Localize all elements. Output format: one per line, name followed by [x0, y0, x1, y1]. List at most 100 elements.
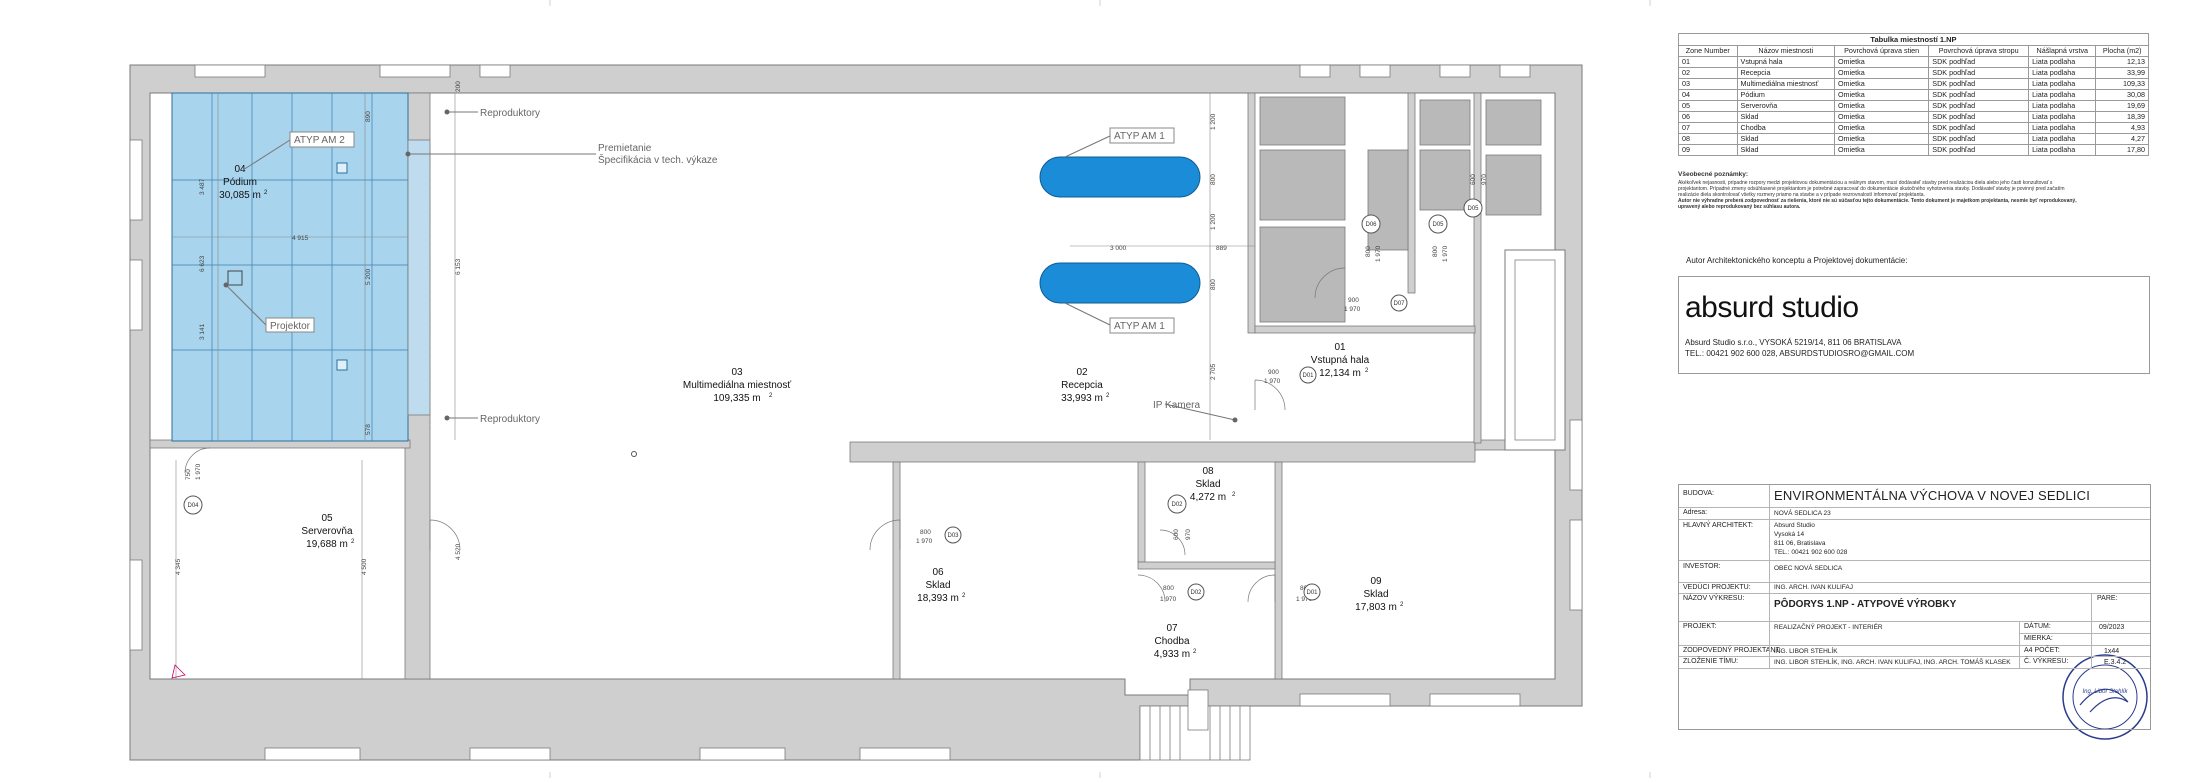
room-08-area: 4,272 m — [1190, 492, 1226, 503]
svg-text:4 345: 4 345 — [175, 558, 182, 575]
svg-text:800: 800 — [1365, 246, 1372, 257]
table-cell: SDK podhľad — [1928, 144, 2030, 156]
table-cell: Omietka — [1833, 78, 1930, 90]
room-06-id: 06 — [932, 567, 944, 578]
table-cell: SDK podhľad — [1928, 122, 2030, 134]
table-cell: 4,93 — [2095, 122, 2149, 134]
label-premietanie: Premietanie — [598, 143, 652, 154]
table-cell: SDK podhľad — [1928, 100, 2030, 112]
table-cell: Sklad — [1736, 133, 1835, 145]
table-cell: Liata podlaha — [2028, 100, 2097, 112]
svg-text:800: 800 — [1432, 246, 1439, 257]
svg-text:2: 2 — [1193, 649, 1197, 655]
author-box: absurd studio Absurd Studio s.r.o., VYSO… — [1678, 276, 2150, 374]
label-atyp-am1-top: ATYP AM 1 — [1114, 131, 1165, 142]
table-cell: Omietka — [1833, 67, 1930, 79]
svg-text:889: 889 — [1216, 245, 1227, 252]
room-08-name: Sklad — [1195, 479, 1220, 490]
table-cell: 19,69 — [2095, 100, 2149, 112]
room-09-area: 17,803 m — [1355, 602, 1397, 613]
room-08-id: 08 — [1202, 466, 1214, 477]
room-02-area: 33,993 m — [1061, 393, 1103, 404]
svg-text:D07: D07 — [1393, 301, 1405, 307]
label-projekt: PROJEKT: — [1683, 623, 1717, 630]
svg-text:Ing. Libor Stehlík: Ing. Libor Stehlík — [2082, 689, 2128, 695]
table-cell: Serverovňa — [1736, 100, 1835, 112]
value-architekt-3: 811 06, Bratislava — [1774, 540, 1826, 547]
room-schedule-title: Tabulka miestností 1.NP — [1678, 33, 2149, 45]
svg-text:4 520: 4 520 — [455, 543, 462, 560]
table-cell: Sklad — [1736, 111, 1835, 123]
svg-text:D04: D04 — [187, 503, 199, 509]
svg-text:D02: D02 — [1190, 590, 1202, 596]
table-cell: SDK podhľad — [1928, 78, 2030, 90]
table-cell: 33,99 — [2095, 67, 2149, 79]
value-architekt-2: Vysoká 14 — [1774, 531, 1805, 538]
general-notes: Všeobecné poznámky: Akékoľvek nejasnosti… — [1678, 171, 2078, 210]
svg-text:2: 2 — [351, 539, 355, 545]
room-04-id: 04 — [234, 164, 246, 175]
label-zodp: ZODPOVEDNÝ PROJEKTANT: — [1683, 647, 1781, 654]
value-a4: 1x44 — [2104, 648, 2120, 655]
table-cell: Omietka — [1833, 133, 1930, 145]
column-header: Povrchová úprava stien — [1833, 45, 1930, 57]
brand-logo: absurd studio — [1685, 291, 1859, 324]
table-cell: 09 — [1678, 144, 1738, 156]
atyp-am1-table-top — [1039, 156, 1201, 198]
label-datum: DÁTUM: — [2024, 623, 2051, 630]
column-header: Nášlapná vrstva — [2028, 45, 2097, 57]
svg-text:600: 600 — [1470, 174, 1477, 185]
table-cell: Omietka — [1833, 111, 1930, 123]
svg-text:1 970: 1 970 — [916, 538, 933, 545]
table-cell: 109,33 — [2095, 78, 2149, 90]
label-reproduktory-top: Reproduktory — [480, 108, 540, 119]
svg-text:2: 2 — [1365, 368, 1369, 374]
column-header: Plocha (m2) — [2095, 45, 2149, 57]
svg-text:D03: D03 — [947, 533, 959, 539]
svg-text:890: 890 — [365, 111, 372, 122]
svg-text:D05: D05 — [1432, 222, 1444, 228]
table-header-row: Zone Number Názov miestnosti Povrchová ú… — [1678, 45, 2149, 57]
svg-text:3 141: 3 141 — [199, 323, 206, 340]
label-ip-kamera: IP Kamera — [1153, 400, 1200, 411]
label-atyp-am2: ATYP AM 2 — [294, 135, 345, 146]
table-cell: 04 — [1678, 89, 1738, 101]
table-cell: Omietka — [1833, 144, 1930, 156]
value-vykres-no: E.3.4.2 — [2104, 659, 2127, 666]
table-cell: Liata podlaha — [2028, 133, 2097, 145]
value-veduci: ING. ARCH. IVAN KULIFAJ — [1774, 584, 1853, 591]
table-cell: Liata podlaha — [2028, 122, 2097, 134]
room-06-area: 18,393 m — [917, 593, 959, 604]
building-walls — [129, 64, 1583, 761]
table-cell: Multimediálna miestnosť — [1736, 78, 1835, 90]
table-cell: 06 — [1678, 111, 1738, 123]
svg-text:2: 2 — [264, 190, 268, 196]
table-cell: Chodba — [1736, 122, 1835, 134]
room-07-area: 4,933 m — [1154, 649, 1190, 660]
table-cell: 12,13 — [2095, 56, 2149, 68]
label-veduci: VEDÚCI PROJEKTU: — [1683, 584, 1751, 591]
room-01-area: 12,134 m — [1319, 368, 1361, 379]
table-cell: 03 — [1678, 78, 1738, 90]
table-cell: Liata podlaha — [2028, 144, 2097, 156]
svg-text:2: 2 — [1106, 393, 1110, 399]
table-cell: Sklad — [1736, 144, 1835, 156]
table-cell: Recepcia — [1736, 67, 1835, 79]
label-vykres: NÁZOV VÝKRESU: — [1683, 595, 1745, 602]
svg-text:2: 2 — [769, 393, 773, 399]
svg-text:6 153: 6 153 — [455, 258, 462, 275]
label-adresa: Adresa: — [1683, 509, 1708, 516]
table-cell: Liata podlaha — [2028, 67, 2097, 79]
room-03-id: 03 — [731, 367, 743, 378]
value-investor: OBEC NOVÁ SEDLICA — [1774, 565, 1843, 572]
column-header: Názov miestnosti — [1736, 45, 1835, 57]
svg-text:4 500: 4 500 — [361, 558, 368, 575]
svg-text:3 000: 3 000 — [1110, 245, 1127, 252]
svg-text:970: 970 — [1481, 174, 1488, 185]
room-01-name: Vstupná hala — [1311, 355, 1370, 366]
svg-text:6 623: 6 623 — [199, 255, 206, 272]
svg-text:800: 800 — [1210, 279, 1217, 290]
